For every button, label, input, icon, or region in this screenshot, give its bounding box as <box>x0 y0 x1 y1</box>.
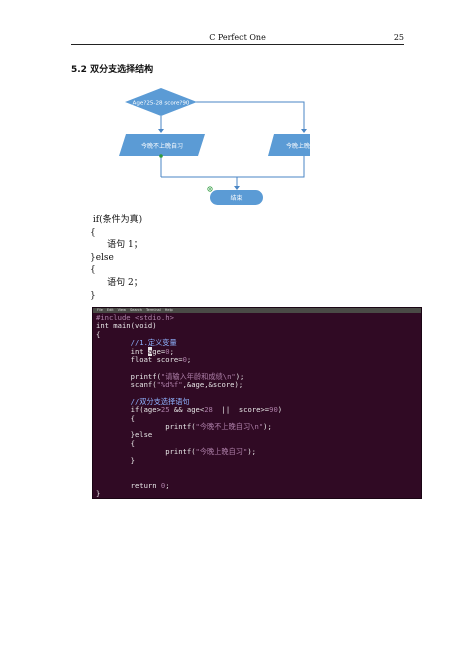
pseudocode-line: 语句 2； <box>90 277 143 288</box>
header-title: C Perfect One <box>209 33 266 42</box>
pseudocode-line: { <box>90 265 96 276</box>
junction-dot <box>159 154 163 158</box>
pseudocode-line: if(条件为真) <box>90 215 143 225</box>
decision-label: Age?25-28 score?90 <box>133 101 190 107</box>
section-heading: 5.2 双分支选择结构 <box>71 65 154 75</box>
terminal-menubar: File Edit View Search Terminal Help <box>93 308 421 313</box>
menu-view[interactable]: View <box>117 308 126 312</box>
code-line: { <box>130 413 135 423</box>
code-line: return 0; <box>130 480 170 490</box>
code-line: { <box>130 438 135 448</box>
no-process-label: 今晚上晚自习 <box>286 142 310 150</box>
code-line: printf("今晚不上晚自习\n"); <box>165 422 272 432</box>
code-line: if(age>25 && age<28 || score>=90) <box>130 405 283 415</box>
code-line: //双分支选择语句 <box>130 396 190 406</box>
code-line: scanf("%d%f",&age,&score); <box>130 380 244 390</box>
pseudocode-line: { <box>90 227 96 238</box>
yes-process-box <box>119 134 205 156</box>
code-line: } <box>96 489 101 499</box>
code-line: printf("请输入年龄和成绩\n"); <box>130 371 245 381</box>
decision-diamond <box>125 88 197 116</box>
code-area[interactable]: #include <stdio.h> int main(void) { //1.… <box>93 313 421 499</box>
code-line: //1.定义变量 <box>130 338 177 348</box>
menu-edit[interactable]: Edit <box>106 308 114 312</box>
code-line: int age=0; <box>130 346 174 356</box>
code-line: int main(void) <box>96 321 157 331</box>
connector-no-down <box>214 156 305 178</box>
flowchart: Age?25-28 score?90 今晚不上晚自习 今晚上晚自习 结束 <box>119 88 310 205</box>
page-header: C Perfect One 25 <box>71 32 404 45</box>
code-line: { <box>96 329 101 339</box>
code-line: }else <box>130 430 153 440</box>
pseudocode-block: if(条件为真) { 语句 1； }else { 语句 2； } <box>90 214 143 302</box>
code-line: #include <stdio.h> <box>96 313 174 322</box>
arrow-head <box>234 186 240 190</box>
yes-process-label: 今晚不上晚自习 <box>141 142 183 150</box>
text-cursor: a <box>147 346 153 356</box>
arrow-head <box>158 129 164 133</box>
page-number: 25 <box>393 33 404 42</box>
menu-file[interactable]: File <box>97 308 103 312</box>
junction-dot <box>207 186 213 192</box>
code-line: printf("今晚上晚自习"); <box>165 447 256 457</box>
end-label: 结束 <box>230 194 242 202</box>
end-terminator <box>210 190 263 205</box>
code-line: float score=0; <box>130 354 192 364</box>
menu-help[interactable]: Help <box>164 308 173 312</box>
code-line: } <box>130 455 135 465</box>
no-process-box <box>268 134 310 156</box>
terminal-screenshot: File Edit View Search Terminal Help #inc… <box>92 307 422 499</box>
menu-terminal[interactable]: Terminal <box>145 308 161 312</box>
code-line <box>96 465 421 473</box>
pseudocode-line: }else <box>90 252 114 263</box>
junction-dot <box>209 188 211 190</box>
arrow-head <box>301 129 307 133</box>
pseudocode-line: 语句 1； <box>90 240 143 251</box>
menu-search[interactable]: Search <box>129 308 142 312</box>
pseudocode-line: } <box>90 290 96 301</box>
connector-decision-no <box>193 101 305 132</box>
